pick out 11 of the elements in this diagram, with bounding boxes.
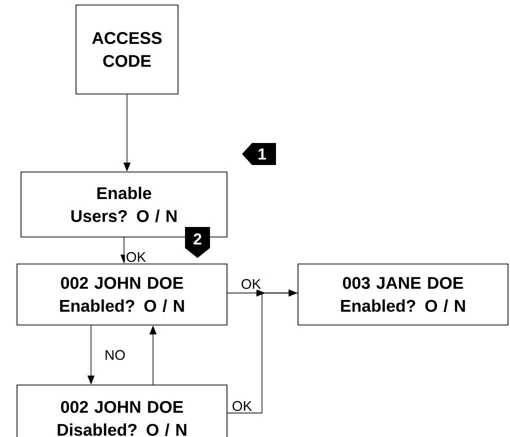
process-box: 003 JANE DOE Enabled? O / N — [298, 264, 508, 326]
edge-label: OK — [240, 278, 262, 290]
process-box: ACCESS CODE — [76, 4, 178, 94]
process-box: 002 JOHN DOE Enabled? O / N — [16, 264, 228, 326]
process-box: 002 JOHN DOE Disabled? O / N — [16, 384, 228, 437]
edge-label: OK — [124, 251, 148, 263]
callout-number: 1 — [242, 143, 276, 165]
edge-label: OK — [230, 400, 254, 412]
arrow — [227, 289, 298, 414]
edge-label: NO — [104, 349, 126, 361]
callout-number: 2 — [185, 227, 210, 258]
